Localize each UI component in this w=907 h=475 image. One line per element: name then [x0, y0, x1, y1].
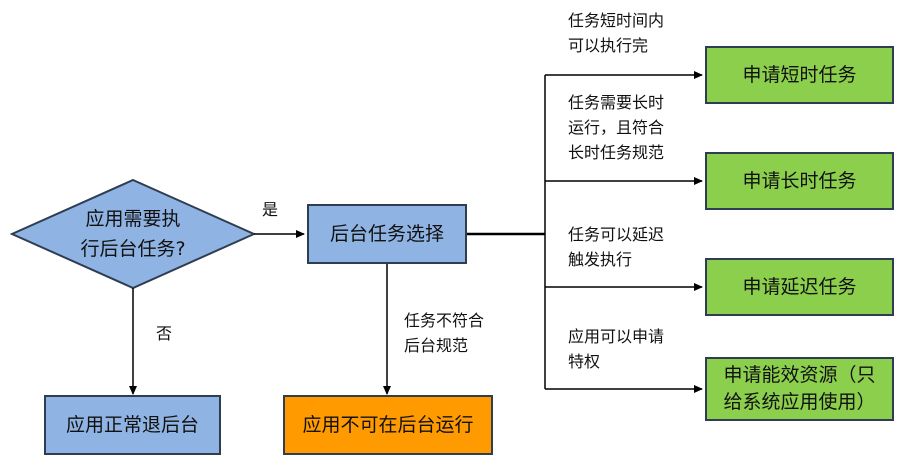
efficiency-resource-box: 申请能效资源（只 给系统应用使用）: [705, 357, 894, 421]
deferred-task-box: 申请延迟任务: [705, 258, 894, 316]
efficiency-resource-text: 申请能效资源（只 给系统应用使用）: [723, 364, 876, 413]
long-task-box: 申请长时任务: [705, 152, 894, 210]
edge-label-privilege-cond: 应用可以申请 特权: [568, 327, 665, 371]
edge-label-long-cond: 任务需要长时 运行，且符合 长时任务规范: [568, 93, 665, 162]
edge-label-deferred-cond: 任务可以延迟 触发执行: [568, 225, 665, 269]
edge-label-no: 否: [156, 324, 173, 343]
decision-text: 应用需要执 行后台任务?: [80, 208, 186, 260]
normal-exit-box: 应用正常退后台: [44, 395, 221, 455]
not-allowed-box: 应用不可在后台运行: [283, 395, 493, 455]
short-task-box: 申请短时任务: [705, 46, 894, 104]
edge-label-short-cond: 任务短时间内 可以执行完: [568, 11, 665, 55]
edge-label-yes: 是: [262, 200, 279, 219]
bg-task-select-box: 后台任务选择: [307, 204, 467, 264]
edge-label-not-compliant: 任务不符合 后台规范: [404, 311, 485, 355]
